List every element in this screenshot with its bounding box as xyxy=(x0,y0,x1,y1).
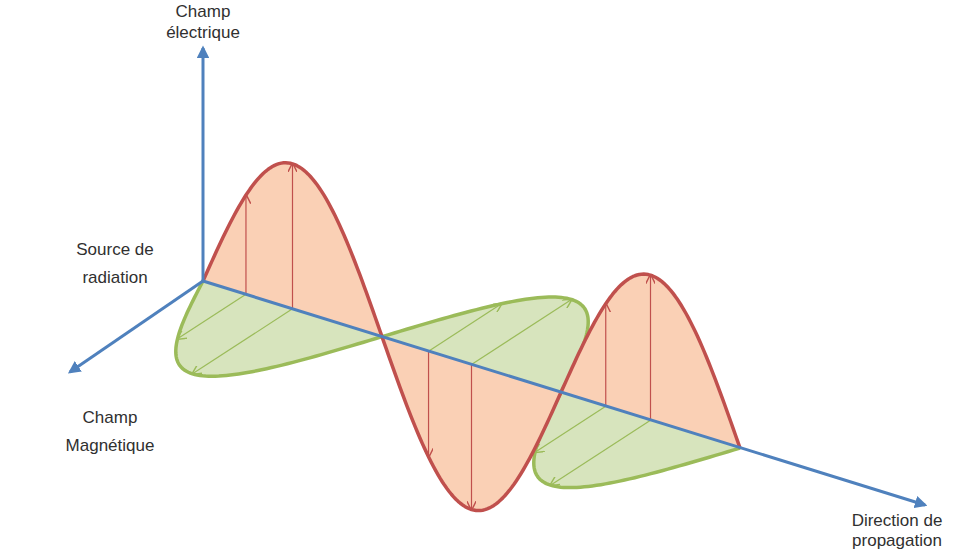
magnetic-wave-vector xyxy=(178,294,246,338)
axis-label: Direction de propagation xyxy=(838,511,956,551)
axis-label: Champ électrique xyxy=(148,1,258,43)
electric-wave-vector xyxy=(245,195,246,294)
axis-label: Champ Magnétique xyxy=(45,404,175,460)
electric-wave-vector xyxy=(292,164,293,309)
axes xyxy=(70,48,925,505)
magnetic-axis xyxy=(70,281,203,372)
magnetic-wave-vector xyxy=(472,300,572,365)
propagation-axis xyxy=(203,281,925,505)
electric-wave-curve xyxy=(203,163,740,511)
electric-wave-vector xyxy=(428,351,429,457)
electric-wave-fill xyxy=(203,163,740,511)
source-label: Source de radiation xyxy=(60,236,170,292)
electric-wave-vector xyxy=(605,304,606,407)
magnetic-wave-vector xyxy=(193,309,293,374)
electric-wave-vector xyxy=(650,275,651,420)
electric-axis xyxy=(202,48,205,281)
magnetic-wave-vector xyxy=(551,420,651,485)
electric-wave-vector xyxy=(471,365,472,510)
electric-wave xyxy=(203,163,740,511)
